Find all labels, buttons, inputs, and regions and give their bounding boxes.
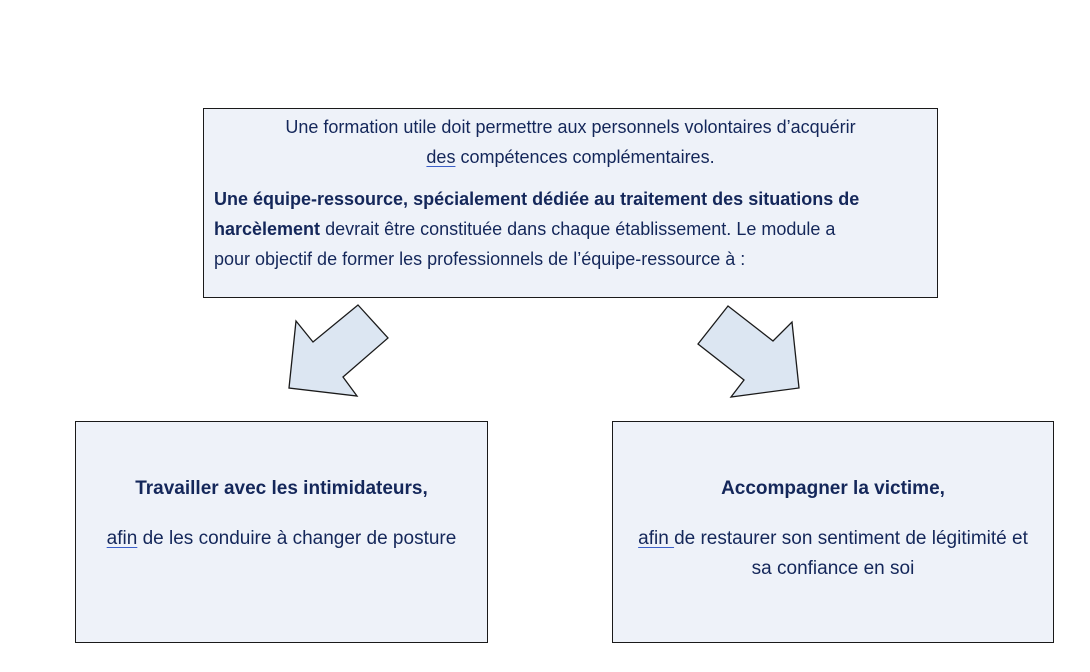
main-line-3: pour objectif de former les professionne… xyxy=(214,249,746,269)
intro-text: Une formation utile doit permettre aux p… xyxy=(214,112,927,172)
bully-work-box: Travailler avec les intimidateurs, afin … xyxy=(75,421,488,643)
victim-support-desc-rest: de restaurer son sentiment de légitimité… xyxy=(674,528,1028,579)
victim-support-title: Accompagner la victime, xyxy=(721,478,945,499)
victim-support-underlined-word: afin xyxy=(638,528,675,549)
bully-work-underlined-word: afin xyxy=(106,528,138,549)
main-bold-line-2: harcèlement xyxy=(214,219,321,239)
victim-support-box: Accompagner la victime, afin de restaure… xyxy=(612,421,1054,643)
main-rest-line-2: devrait être constituée dans chaque étab… xyxy=(320,219,836,239)
main-bold-line-1: Une équipe-ressource, spécialement dédié… xyxy=(214,189,860,209)
bully-work-title: Travailler avec les intimidateurs, xyxy=(135,478,428,499)
arrow-down-right-icon xyxy=(697,305,800,398)
main-text: Une équipe-ressource, spécialement dédié… xyxy=(214,184,927,274)
intro-line-1: Une formation utile doit permettre aux p… xyxy=(285,117,856,137)
intro-line-2: compétences complémentaires. xyxy=(455,147,715,167)
arrow-down-left-icon xyxy=(288,304,389,397)
intro-underlined-word: des xyxy=(426,147,456,167)
victim-support-desc: afin de restaurer son sentiment de légit… xyxy=(631,524,1035,584)
bully-work-desc: afin de les conduire à changer de postur… xyxy=(94,524,469,554)
bully-work-desc-rest: de les conduire à changer de posture xyxy=(137,528,457,549)
intro-box: Une formation utile doit permettre aux p… xyxy=(203,108,938,298)
